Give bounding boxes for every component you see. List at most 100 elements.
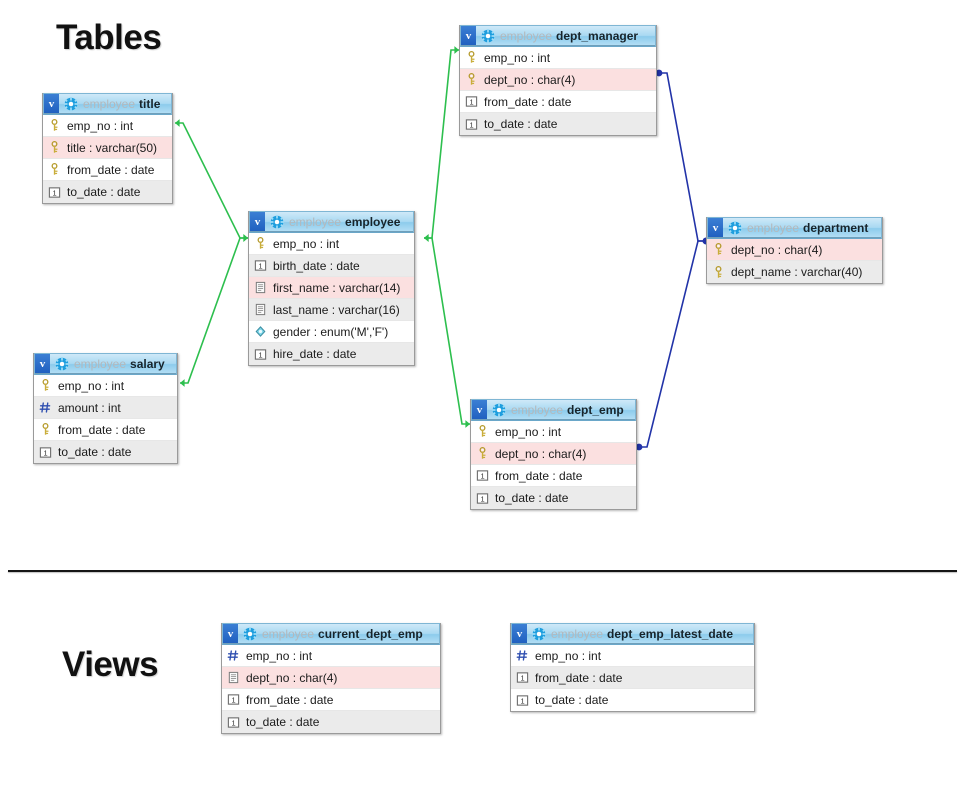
entity-schema-label: employee	[262, 627, 315, 641]
column-row[interactable]: 1 to_date : date	[460, 113, 656, 135]
entity-name-label: salary	[130, 357, 165, 371]
column-row[interactable]: first_name : varchar(14)	[249, 277, 414, 299]
column-label: to_date : date	[535, 693, 609, 707]
key-icon	[468, 73, 475, 85]
view-badge-icon: v	[44, 94, 59, 114]
entity-name-label: department	[803, 221, 869, 235]
column-row[interactable]: from_date : date	[34, 419, 177, 441]
column-label: birth_date : date	[273, 258, 360, 273]
column-label: from_date : date	[58, 422, 146, 437]
column-row[interactable]: 1 to_date : date	[43, 181, 172, 203]
key-icon	[468, 51, 475, 63]
date-icon: 1	[254, 260, 267, 271]
column-row[interactable]: 1 hire_date : date	[249, 343, 414, 365]
date-icon: 1	[227, 716, 240, 728]
column-label: to_date : date	[246, 715, 320, 729]
column-label: first_name : varchar(14)	[273, 280, 401, 295]
column-label: to_date : date	[67, 185, 141, 199]
column-row[interactable]: 1 from_date : date	[222, 689, 440, 711]
column-row[interactable]: emp_no : int	[471, 421, 636, 443]
svg-text:1: 1	[258, 261, 262, 270]
connector-endpoint	[175, 119, 180, 127]
column-label: emp_no : int	[484, 50, 551, 65]
date-icon: 1	[39, 446, 52, 458]
number-icon	[39, 402, 51, 413]
column-row[interactable]: title : varchar(50)	[43, 137, 172, 159]
entity-schema-label: employee	[74, 357, 127, 371]
column-row[interactable]: from_date : date	[43, 159, 172, 181]
column-row[interactable]: emp_no : int	[249, 233, 414, 255]
column-row[interactable]: 1 from_date : date	[460, 91, 656, 113]
column-row[interactable]: emp_no : int	[511, 645, 754, 667]
date-icon: 1	[516, 672, 529, 683]
column-row[interactable]: 1 from_date : date	[511, 667, 754, 689]
column-row[interactable]: dept_no : char(4)	[460, 69, 656, 91]
svg-text:1: 1	[52, 188, 56, 197]
key-icon	[715, 243, 722, 255]
svg-text:1: 1	[480, 494, 484, 503]
column-row[interactable]: 1 to_date : date	[34, 441, 177, 463]
column-label: gender : enum('M','F')	[273, 324, 389, 339]
entity-name-label: title	[139, 97, 161, 111]
column-label: from_date : date	[535, 670, 623, 685]
column-row[interactable]: emp_no : int	[222, 645, 440, 667]
column-label: title : varchar(50)	[67, 140, 158, 155]
column-row[interactable]: last_name : varchar(16)	[249, 299, 414, 321]
connector-endpoint	[180, 379, 185, 387]
key-icon	[479, 425, 486, 437]
column-label: dept_no : char(4)	[731, 242, 823, 257]
column-label: to_date : date	[58, 445, 132, 459]
column-row[interactable]: dept_no : char(4)	[471, 443, 636, 465]
entity-schema-label: employee	[747, 221, 800, 235]
svg-text:1: 1	[520, 696, 524, 705]
column-label: hire_date : date	[273, 347, 357, 361]
column-row[interactable]: dept_name : varchar(40)	[707, 261, 882, 283]
key-icon	[51, 119, 58, 131]
key-icon	[42, 379, 49, 391]
column-row[interactable]: 1 to_date : date	[511, 689, 754, 711]
column-row[interactable]: emp_no : int	[43, 115, 172, 137]
view-badge-icon: v	[461, 26, 476, 46]
column-row[interactable]: 1 to_date : date	[222, 711, 440, 733]
column-row[interactable]: dept_no : char(4)	[222, 667, 440, 689]
key-icon	[257, 237, 264, 249]
gear-icon	[64, 97, 78, 111]
entity-name-label: dept_emp_latest_date	[607, 627, 734, 641]
entity-schema-label: employee	[551, 627, 604, 641]
column-row[interactable]: 1 from_date : date	[471, 465, 636, 487]
connector-title-employee	[175, 122, 248, 239]
svg-text:1: 1	[258, 350, 262, 359]
gear-icon	[55, 357, 69, 371]
entity-schema-label: employee	[83, 97, 136, 111]
column-row[interactable]: amount : int	[34, 397, 177, 419]
column-row[interactable]: 1 birth_date : date	[249, 255, 414, 277]
view-badge-icon: v	[223, 624, 238, 644]
svg-text:1: 1	[231, 695, 235, 704]
gear-icon	[532, 627, 546, 641]
column-row[interactable]: emp_no : int	[460, 47, 656, 69]
column-row[interactable]: dept_no : char(4)	[707, 239, 882, 261]
connector-dept_emp-department	[639, 240, 706, 448]
column-row[interactable]: gender : enum('M','F')	[249, 321, 414, 343]
column-row[interactable]: 1 to_date : date	[471, 487, 636, 509]
date-icon: 1	[476, 470, 489, 481]
connector-employee-dept_emp	[424, 237, 470, 425]
column-label: to_date : date	[495, 491, 569, 505]
column-row[interactable]: emp_no : int	[34, 375, 177, 397]
